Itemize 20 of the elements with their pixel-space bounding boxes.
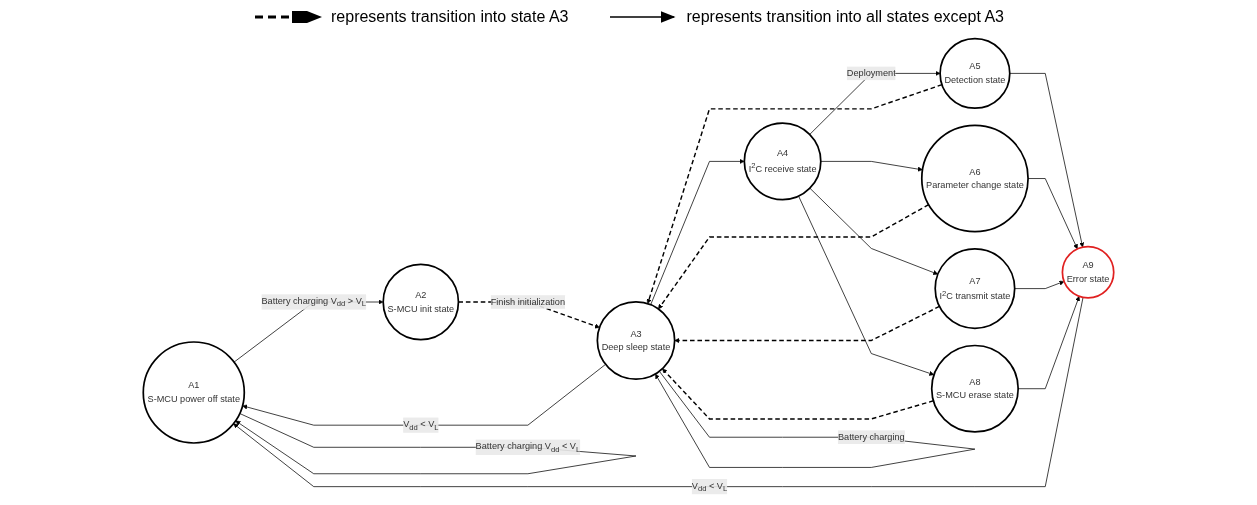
node-circle: A1 S-MCU power off state — [142, 341, 246, 444]
node-circle: A5 Detection state — [939, 37, 1011, 110]
node-circle: A3 Deep sleep state — [596, 301, 676, 381]
edge-label: V$_{dd}$ < V$_{L}$ — [403, 419, 439, 432]
node-circle: A9 Error state — [1061, 245, 1115, 299]
legend-text: represents transition into state A3 — [331, 8, 569, 26]
node-circle: A2 S-MCU init state — [382, 263, 460, 341]
edge-label: Finish initialization — [490, 296, 566, 307]
node-circle: A7 I$^{2}$C transmit state — [934, 248, 1016, 330]
arrow — [658, 203, 930, 310]
node-circle: A4 I$^{2}$C receive state — [743, 122, 822, 201]
edge-label: Battery charging V$_{dd}$ > V$_{L}$ — [261, 295, 367, 309]
edge-label: V$_{dd}$ < V$_{L}$ — [691, 480, 728, 493]
edge-label: Deployment — [846, 68, 896, 78]
edge-label: Battery charging — [837, 432, 905, 442]
legend-text: represents transition into all states except A3 — [686, 8, 1004, 26]
node-circle: A8 S-MCU erase state — [930, 344, 1019, 433]
edge-label: Battery charging V$_{dd}$ < V$_{L}$ — [475, 441, 581, 454]
node-circle: A6 Parameter change state — [920, 124, 1029, 233]
arrow — [674, 305, 941, 344]
